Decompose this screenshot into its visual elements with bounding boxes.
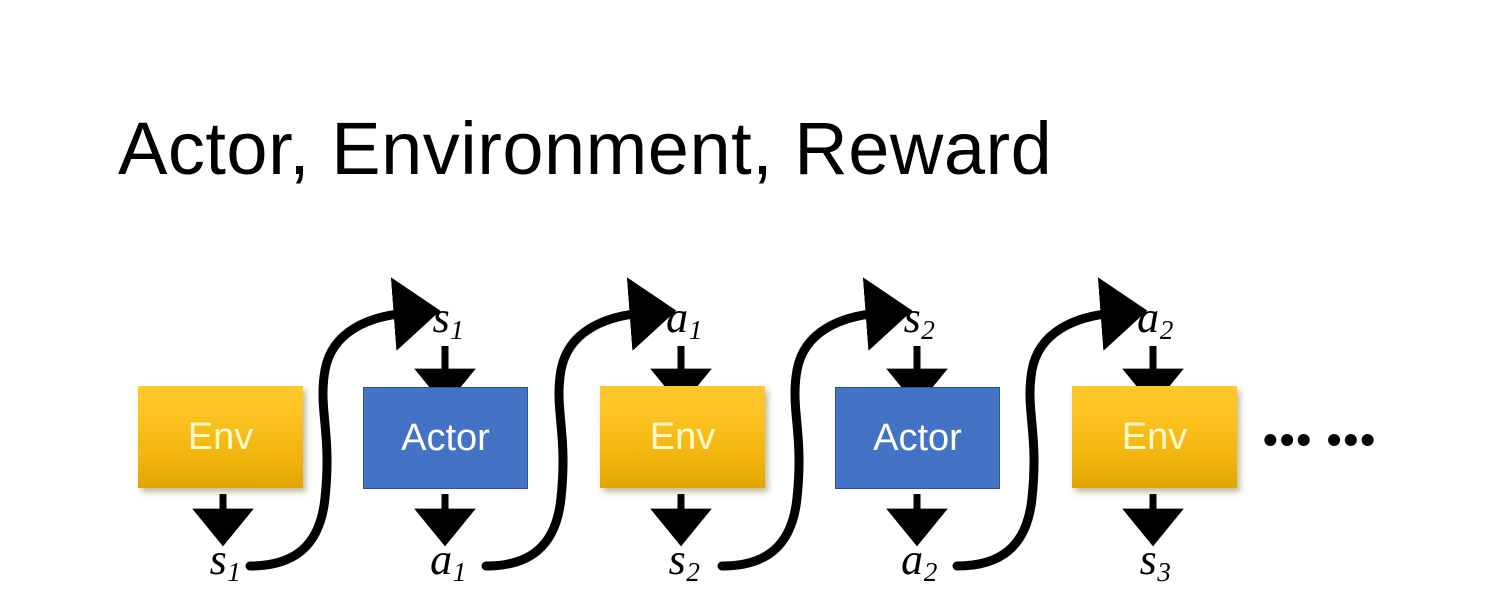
var-base: a [666,293,689,342]
var-base: s [432,293,450,342]
var-sub: 1 [450,315,464,346]
label-top-s2: s2 [903,293,935,344]
label-bottom-s2: s2 [668,535,700,586]
label-bottom-a1: a1 [430,535,466,586]
box-label: Env [1121,416,1188,458]
box-env-1[interactable]: Env [138,386,303,488]
label-bottom-a2: a2 [901,535,937,586]
label-top-a1: a1 [666,293,702,344]
var-sub: 3 [1157,557,1171,588]
var-base: a [430,535,453,584]
box-env-3[interactable]: Env [1072,386,1237,488]
box-actor-2[interactable]: Actor [835,387,1000,489]
var-sub: 2 [921,315,935,346]
var-base: s [903,293,921,342]
label-bottom-s3: s3 [1139,535,1171,586]
var-sub: 1 [688,315,703,346]
var-sub: 1 [227,557,241,588]
box-label: Actor [401,417,490,459]
box-label: Env [187,416,254,458]
box-label: Actor [873,417,962,459]
continuation-ellipsis: ••• ••• [1263,416,1377,463]
label-top-a2: a2 [1137,293,1173,344]
var-sub: 2 [1159,315,1174,346]
label-bottom-s1: s1 [209,535,241,586]
var-base: a [901,535,924,584]
var-base: s [668,535,686,584]
box-env-2[interactable]: Env [600,386,765,488]
var-base: a [1137,293,1160,342]
var-sub: 2 [686,557,700,588]
var-base: s [209,535,227,584]
var-sub: 2 [923,557,938,588]
var-sub: 1 [452,557,467,588]
box-actor-1[interactable]: Actor [363,387,528,489]
var-base: s [1139,535,1157,584]
box-label: Env [649,416,716,458]
label-top-s1: s1 [432,293,464,344]
page-title: Actor, Environment, Reward [118,107,1053,190]
